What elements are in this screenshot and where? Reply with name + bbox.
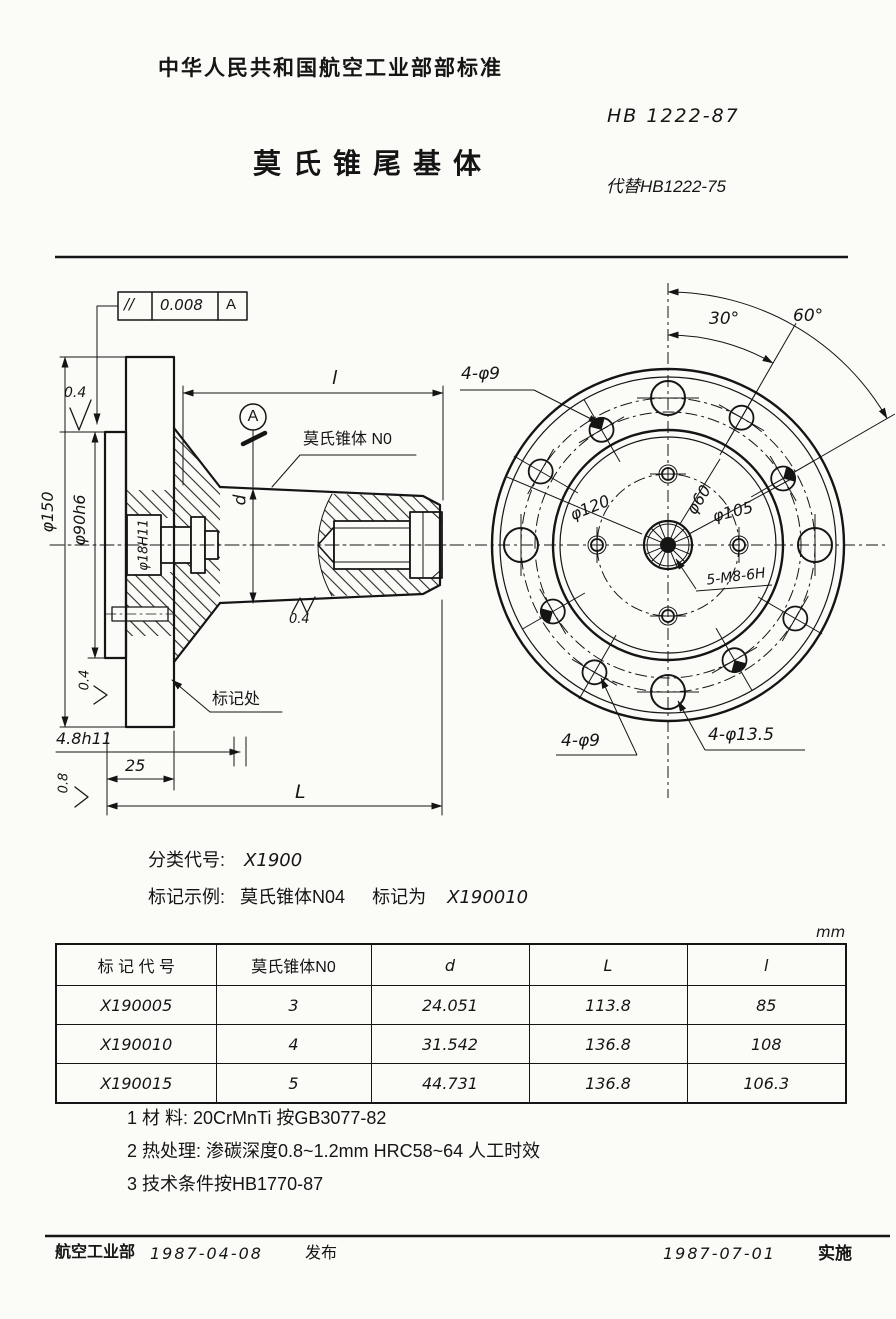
angle-60-label: 60° bbox=[793, 306, 824, 326]
cell-d: 24.051 bbox=[370, 985, 530, 1025]
note-number: 2 bbox=[127, 1141, 138, 1161]
cell-l: 108 bbox=[686, 1024, 847, 1064]
dim-phi90h6: φ90h6 bbox=[70, 494, 89, 546]
footer-org: 航空工业部 bbox=[55, 1244, 136, 1261]
angle-30-label: 30° bbox=[709, 309, 740, 329]
cell-L: 113.8 bbox=[528, 985, 688, 1025]
marking-spot-label: 标记处 bbox=[212, 691, 261, 708]
cell-no: 4 bbox=[215, 1024, 372, 1064]
cell-L: 136.8 bbox=[528, 1024, 688, 1064]
end-view bbox=[452, 283, 896, 798]
section-view bbox=[49, 291, 463, 816]
cell-code: X190015 bbox=[55, 1063, 217, 1104]
col-header-l: l bbox=[686, 943, 847, 986]
dim-4-8h11: 4.8h11 bbox=[56, 729, 112, 748]
table-header-row: 标 记 代 号 莫氏锥体N0 d L l bbox=[55, 943, 847, 986]
marking-example-item: 莫氏锥体N04 bbox=[240, 887, 346, 907]
hole-label-4phi9-top: 4-φ9 bbox=[461, 364, 500, 384]
table-unit-label: mm bbox=[816, 923, 846, 941]
page-title: 莫氏锥尾基体 bbox=[253, 148, 494, 179]
classification-label: 分类代号: bbox=[148, 850, 226, 870]
col-header-L: L bbox=[528, 943, 688, 986]
hole-label-4phi13-5: 4-φ13.5 bbox=[708, 725, 775, 745]
note-number: 1 bbox=[127, 1108, 138, 1128]
finish-top-value: 0.4 bbox=[64, 385, 87, 401]
spec-table: 标 记 代 号 莫氏锥体N0 d L l X190005 3 24.051 11… bbox=[55, 943, 847, 1104]
note-line: 2 热处理: 渗碳深度0.8~1.2mm HRC58~64 人工时效 bbox=[127, 1135, 540, 1168]
datum-a-label: A bbox=[247, 408, 259, 425]
dim-l-label: l bbox=[332, 367, 338, 389]
footer-issue-label: 发布 bbox=[305, 1245, 338, 1262]
dim-L-label: L bbox=[295, 781, 306, 803]
parallelism-datum: A bbox=[226, 296, 237, 313]
table-row: X190005 3 24.051 113.8 85 bbox=[55, 985, 847, 1025]
supersedes-note: 代替HB1222-75 bbox=[606, 177, 727, 196]
table-row: X190010 4 31.542 136.8 108 bbox=[55, 1024, 847, 1064]
hole-label-4phi9-bottom: 4-φ9 bbox=[561, 731, 600, 751]
marking-example-middle: 标记为 bbox=[372, 887, 427, 907]
marking-example-line: 标记示例: 莫氏锥体N04 标记为 X190010 bbox=[148, 888, 528, 907]
footer-impl-date: 1987-07-01 bbox=[663, 1244, 776, 1263]
parallelism-value: 0.008 bbox=[160, 296, 203, 314]
cell-L: 136.8 bbox=[528, 1063, 688, 1104]
classification-code: X1900 bbox=[244, 850, 303, 871]
parallelism-symbol: // bbox=[124, 295, 135, 313]
dim-d-label: d bbox=[230, 494, 251, 506]
cell-d: 31.542 bbox=[370, 1024, 530, 1064]
finish-taper-value: 0.4 bbox=[289, 612, 310, 627]
classification-line: 分类代号: X1900 bbox=[148, 851, 302, 870]
dim-phi150: φ150 bbox=[38, 491, 57, 533]
footer-issue-date: 1987-04-08 bbox=[150, 1244, 263, 1263]
cell-no: 3 bbox=[215, 985, 372, 1025]
dim-25: 25 bbox=[125, 756, 146, 775]
cell-code: X190005 bbox=[55, 985, 217, 1025]
note-text: 材 料: 20CrMnTi 按GB3077-82 bbox=[142, 1108, 387, 1128]
col-header-taper-no: 莫氏锥体N0 bbox=[215, 943, 372, 986]
col-header-d: d bbox=[370, 943, 530, 986]
dim-phi18h11: φ18H11 bbox=[136, 519, 152, 571]
table-row: X190015 5 44.731 136.8 106.3 bbox=[55, 1063, 847, 1104]
note-number: 3 bbox=[127, 1174, 138, 1194]
col-header-code: 标 记 代 号 bbox=[55, 943, 217, 986]
finish-face-value: 0.4 bbox=[77, 669, 93, 691]
cell-l: 106.3 bbox=[686, 1063, 847, 1104]
marking-example-label: 标记示例: bbox=[148, 887, 226, 907]
notes-block: 1 材 料: 20CrMnTi 按GB3077-82 2 热处理: 渗碳深度0.… bbox=[127, 1102, 540, 1201]
note-text: 热处理: 渗碳深度0.8~1.2mm HRC58~64 人工时效 bbox=[142, 1141, 541, 1161]
marking-example-code: X190010 bbox=[447, 887, 529, 908]
note-line: 3 技术条件按HB1770-87 bbox=[127, 1168, 540, 1201]
standard-number: HB 1222-87 bbox=[607, 105, 740, 127]
finish-bottom-value: 0.8 bbox=[56, 772, 72, 794]
note-line: 1 材 料: 20CrMnTi 按GB3077-82 bbox=[127, 1102, 540, 1135]
cell-l: 85 bbox=[686, 985, 847, 1025]
cell-d: 44.731 bbox=[370, 1063, 530, 1104]
cell-no: 5 bbox=[215, 1063, 372, 1104]
note-text: 技术条件按HB1770-87 bbox=[142, 1174, 324, 1194]
ministry-header: 中华人民共和国航空工业部部标准 bbox=[158, 57, 503, 80]
morse-taper-label: 莫氏锥体 N0 bbox=[303, 431, 392, 448]
footer-impl-label: 实施 bbox=[818, 1244, 852, 1263]
cell-code: X190010 bbox=[55, 1024, 217, 1064]
